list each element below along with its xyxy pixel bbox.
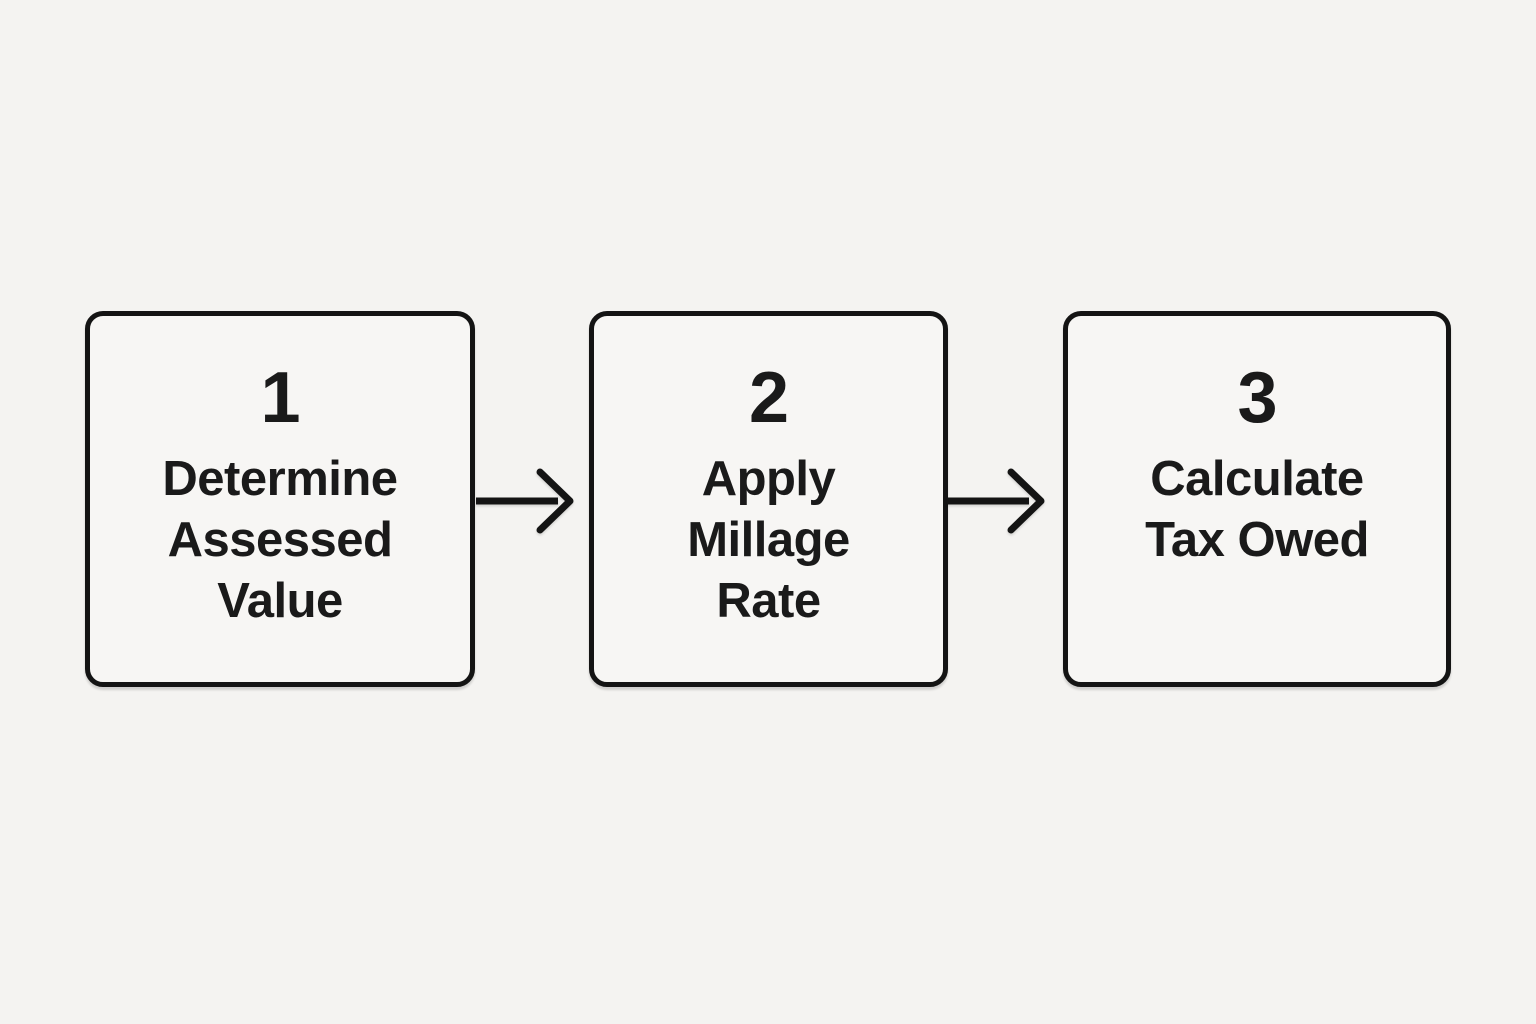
step-box-1: 1 Determine Assessed Value: [85, 311, 475, 687]
step-label-line: Determine: [162, 452, 398, 506]
step-label-line: Value: [217, 574, 343, 628]
arrow-right-icon: [947, 468, 1045, 534]
step-label-line: Rate: [716, 574, 821, 628]
arrow-right-icon: [476, 468, 574, 534]
step-label-line: Millage: [687, 513, 850, 567]
step-label-line: Apply: [701, 452, 836, 506]
step-box-3: 3 Calculate Tax Owed: [1063, 311, 1451, 687]
step-label: Apply Millage Rate: [687, 449, 850, 632]
step-label-line: Calculate: [1150, 452, 1364, 506]
step-label: Calculate Tax Owed: [1145, 449, 1369, 571]
step-label-line: Assessed: [167, 513, 393, 567]
step-label: Determine Assessed Value: [162, 449, 398, 632]
step-box-2: 2 Apply Millage Rate: [589, 311, 948, 687]
step-number: 2: [748, 358, 789, 438]
step-label-line: Tax Owed: [1145, 513, 1369, 567]
step-number: 1: [260, 358, 300, 438]
step-number: 3: [1237, 358, 1277, 438]
